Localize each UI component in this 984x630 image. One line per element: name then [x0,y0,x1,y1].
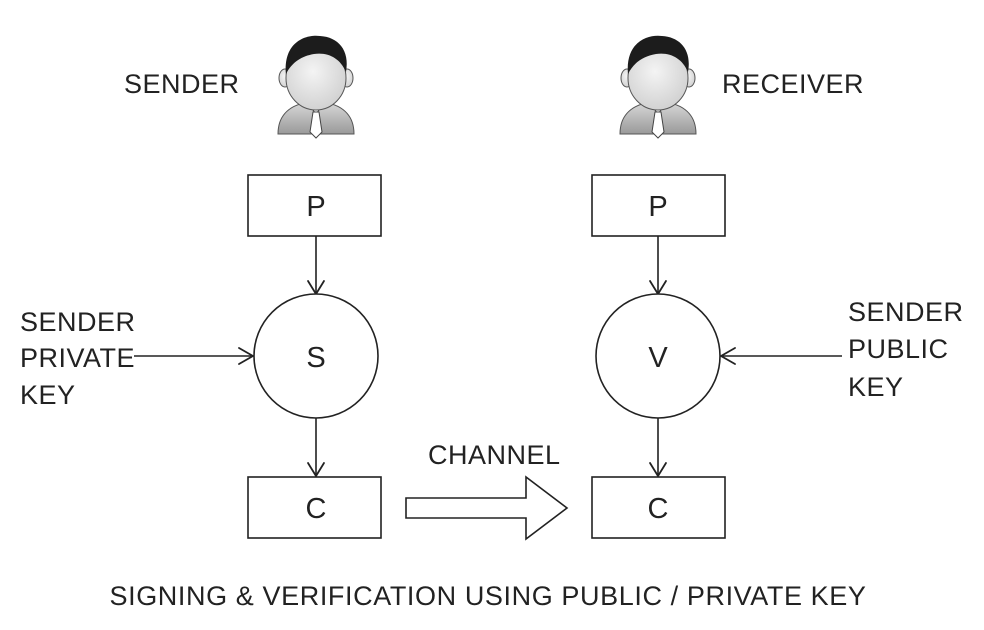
sender-s-to-c-arrowhead [307,462,325,477]
public-key-arrowhead [720,347,736,365]
verify-node-label: V [648,342,668,374]
sender-label: SENDER [124,69,240,99]
receiver-plaintext-box [591,174,726,237]
receiver-v-to-c-arrowhead [649,462,667,477]
sender-plaintext-box [247,174,382,237]
receiver-key-line-1: SENDER [848,297,964,327]
sender-private-key-label: SENDER PRIVATE KEY [20,307,136,410]
receiver-label: RECEIVER [722,69,864,99]
sender-key-line-1: SENDER [20,307,136,337]
diagram-caption: SIGNING & VERIFICATION USING PUBLIC / PR… [109,581,866,611]
receiver-plaintext-label: P [648,191,667,223]
receiver-key-line-2: PUBLIC [848,334,949,364]
receiver-output-label: C [648,493,669,525]
sender-plaintext-label: P [306,191,325,223]
sender-key-line-2: PRIVATE [20,343,135,373]
signing-node-label: S [306,342,325,374]
channel-arrow [405,475,569,541]
receiver-person-icon [619,35,697,139]
sender-output-box [247,476,382,539]
receiver-key-line-3: KEY [848,372,904,402]
receiver-output-box [591,476,726,539]
sender-public-key-label: SENDER PUBLIC KEY [848,297,964,402]
sender-person-icon [277,35,355,139]
channel-label: CHANNEL [428,440,561,470]
private-key-arrowhead [238,347,254,365]
sender-output-label: C [306,493,327,525]
sender-key-line-3: KEY [20,380,76,410]
